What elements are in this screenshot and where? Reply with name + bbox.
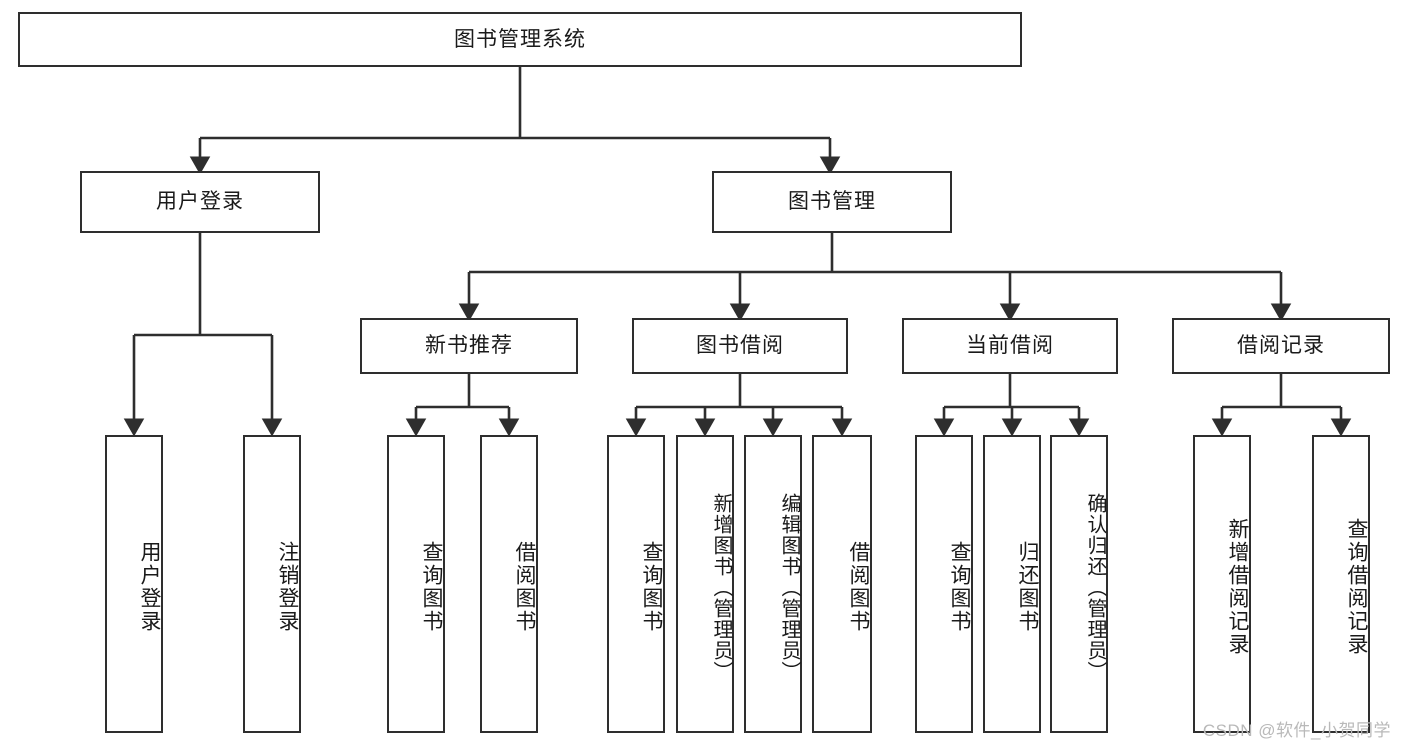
node-book-borrow[interactable]: 图书借阅 (632, 318, 848, 374)
node-label: 归还图书 (1016, 541, 1039, 633)
node-label: 查询图书 (948, 541, 971, 633)
node-label: 当前借阅 (966, 334, 1054, 358)
node-label: 查询图书 (420, 541, 443, 633)
leaf-query-borrow-record[interactable]: 查询借阅记录 (1312, 435, 1370, 733)
node-new-book-recommend[interactable]: 新书推荐 (360, 318, 578, 374)
leaf-add-borrow-record[interactable]: 新增借阅记录 (1193, 435, 1251, 733)
node-label: 确认归还（管理员） (1084, 492, 1106, 682)
leaf-confirm-return-admin[interactable]: 确认归还（管理员） (1050, 435, 1108, 733)
leaf-borrow-book-borrow[interactable]: 借阅图书 (812, 435, 872, 733)
node-label: 借阅记录 (1237, 334, 1325, 358)
node-user-login[interactable]: 用户登录 (80, 171, 320, 233)
node-root-system[interactable]: 图书管理系统 (18, 12, 1022, 67)
leaf-user-login[interactable]: 用户登录 (105, 435, 163, 733)
node-label: 新书推荐 (425, 334, 513, 358)
node-label: 新增图书（管理员） (710, 492, 732, 682)
leaf-query-book-recommend[interactable]: 查询图书 (387, 435, 445, 733)
node-current-borrow[interactable]: 当前借阅 (902, 318, 1118, 374)
csdn-watermark: CSDN @软件_小贺同学 (1202, 721, 1391, 740)
node-label: 新增借阅记录 (1226, 518, 1249, 656)
node-label: 注销登录 (276, 541, 299, 633)
leaf-logout[interactable]: 注销登录 (243, 435, 301, 733)
node-label: 编辑图书（管理员） (778, 492, 800, 682)
leaf-add-book-admin[interactable]: 新增图书（管理员） (676, 435, 734, 733)
leaf-query-book-borrow[interactable]: 查询图书 (607, 435, 665, 733)
node-borrow-record[interactable]: 借阅记录 (1172, 318, 1390, 374)
leaf-query-book-current[interactable]: 查询图书 (915, 435, 973, 733)
node-label: 图书管理 (788, 190, 876, 214)
leaf-return-book[interactable]: 归还图书 (983, 435, 1041, 733)
node-label: 借阅图书 (513, 541, 536, 633)
node-label: 用户登录 (156, 190, 244, 214)
node-label: 用户登录 (138, 541, 161, 633)
node-book-manage[interactable]: 图书管理 (712, 171, 952, 233)
node-label: 查询借阅记录 (1345, 518, 1368, 656)
node-label: 图书管理系统 (454, 27, 586, 51)
leaf-borrow-book-recommend[interactable]: 借阅图书 (480, 435, 538, 733)
leaf-edit-book-admin[interactable]: 编辑图书（管理员） (744, 435, 802, 733)
node-label: 查询图书 (640, 541, 663, 633)
node-label: 图书借阅 (696, 334, 784, 358)
node-label: 借阅图书 (847, 541, 870, 633)
